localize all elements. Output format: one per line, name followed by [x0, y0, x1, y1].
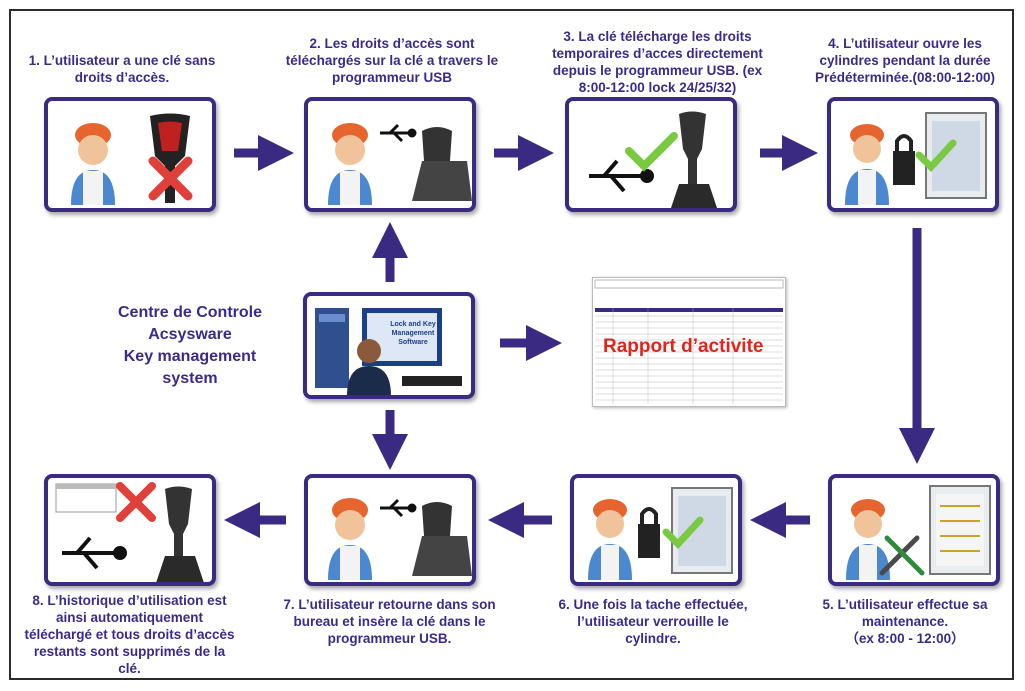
step-4-illustration	[845, 112, 987, 205]
keyboard-icon	[402, 376, 462, 386]
step-8-box	[44, 474, 216, 586]
step-1-box	[44, 97, 216, 212]
padlock-icon	[638, 507, 660, 558]
step-2-illustration	[328, 123, 472, 205]
screen-text: Lock and Key Management Software	[390, 321, 436, 346]
step-6-number: 6.	[558, 597, 570, 612]
computer-tower-icon	[315, 308, 349, 388]
caption-step-6: 6. Une fois la tache effectuée, l’utilis…	[553, 596, 753, 647]
red-cross-icon	[148, 156, 193, 201]
control-center-line-2: Acsysware	[148, 326, 232, 343]
step-5-illustration	[846, 485, 991, 580]
red-cross-icon	[116, 482, 156, 522]
usb-icon	[589, 159, 654, 193]
cabinet-icon	[925, 112, 987, 199]
worker-icon	[846, 499, 890, 580]
operator-icon	[347, 339, 391, 395]
control-center-box: Lock and Key Management Software	[303, 292, 475, 399]
step-6-illustration	[588, 487, 733, 580]
step-5-time: （ex 8:00 - 12:00）	[845, 631, 965, 646]
check-icon	[662, 516, 704, 550]
monitor-icon	[362, 308, 442, 366]
report-table	[594, 279, 784, 404]
caption-step-1: 1. L’utilisateur a une clé sans droits d…	[28, 53, 216, 85]
activity-report: Rapport d’activite	[592, 277, 786, 407]
usb-icon	[380, 123, 417, 143]
padlock-icon	[893, 134, 915, 185]
cabinet-icon	[671, 487, 733, 574]
worker-icon	[328, 123, 372, 205]
control-center-line-1: Centre de Controle	[117, 304, 262, 321]
cabinet-icon	[929, 485, 991, 575]
control-center-line-3: Key management	[123, 348, 257, 365]
step-4-box	[827, 97, 999, 212]
step-2-box	[304, 97, 476, 212]
step-8-illustration	[55, 482, 204, 582]
step-3-box	[565, 97, 737, 212]
key-in-programmer-icon	[156, 486, 204, 582]
step-5-number: 5.	[822, 597, 834, 612]
worker-icon	[588, 499, 632, 580]
usb-icon	[380, 498, 417, 518]
caption-step-3: 3. La clé télécharge les droits temporai…	[552, 29, 763, 95]
usb-icon	[62, 536, 127, 570]
tools-icon	[879, 535, 925, 576]
report-thumbnail-icon	[55, 483, 117, 513]
caption-step-5: 5. L’utilisateur effectue sa maintenance…	[810, 596, 1000, 647]
step-6-box	[570, 474, 742, 586]
step-5-text: L’utilisateur effectue sa maintenance.	[837, 597, 988, 629]
control-center-line-4: system	[162, 370, 218, 387]
caption-step-8: 8. L’historique d’utilisation est ainsi …	[24, 593, 235, 676]
step-7-illustration	[328, 498, 472, 580]
key-icon	[150, 113, 190, 203]
step-7-box	[304, 474, 476, 586]
step-5-box	[828, 474, 1000, 586]
caption-step-7: 7. L’utilisateur retourne dans son burea…	[283, 597, 496, 646]
control-center-title: Centre de Controle Acsysware Key managem…	[100, 302, 280, 390]
step-6-text: Une fois la tache effectuée, l’utilisate…	[573, 597, 748, 646]
programmer-icon	[412, 127, 472, 201]
control-center-illustration	[315, 308, 462, 395]
check-icon	[625, 132, 678, 172]
report-title: Rapport d’activite	[603, 336, 764, 357]
worker-icon	[71, 123, 115, 205]
worker-icon	[845, 124, 889, 205]
caption-step-2: 2. Les droits d’accès sont téléchargés s…	[285, 36, 499, 85]
key-in-programmer-icon	[671, 111, 717, 208]
check-icon	[915, 139, 957, 173]
step-1-illustration	[71, 113, 193, 205]
programmer-icon	[412, 502, 472, 576]
step-3-illustration	[589, 111, 717, 208]
worker-icon	[328, 498, 372, 580]
caption-step-4: 4. L’utilisateur ouvre les cylindres pen…	[814, 36, 996, 85]
